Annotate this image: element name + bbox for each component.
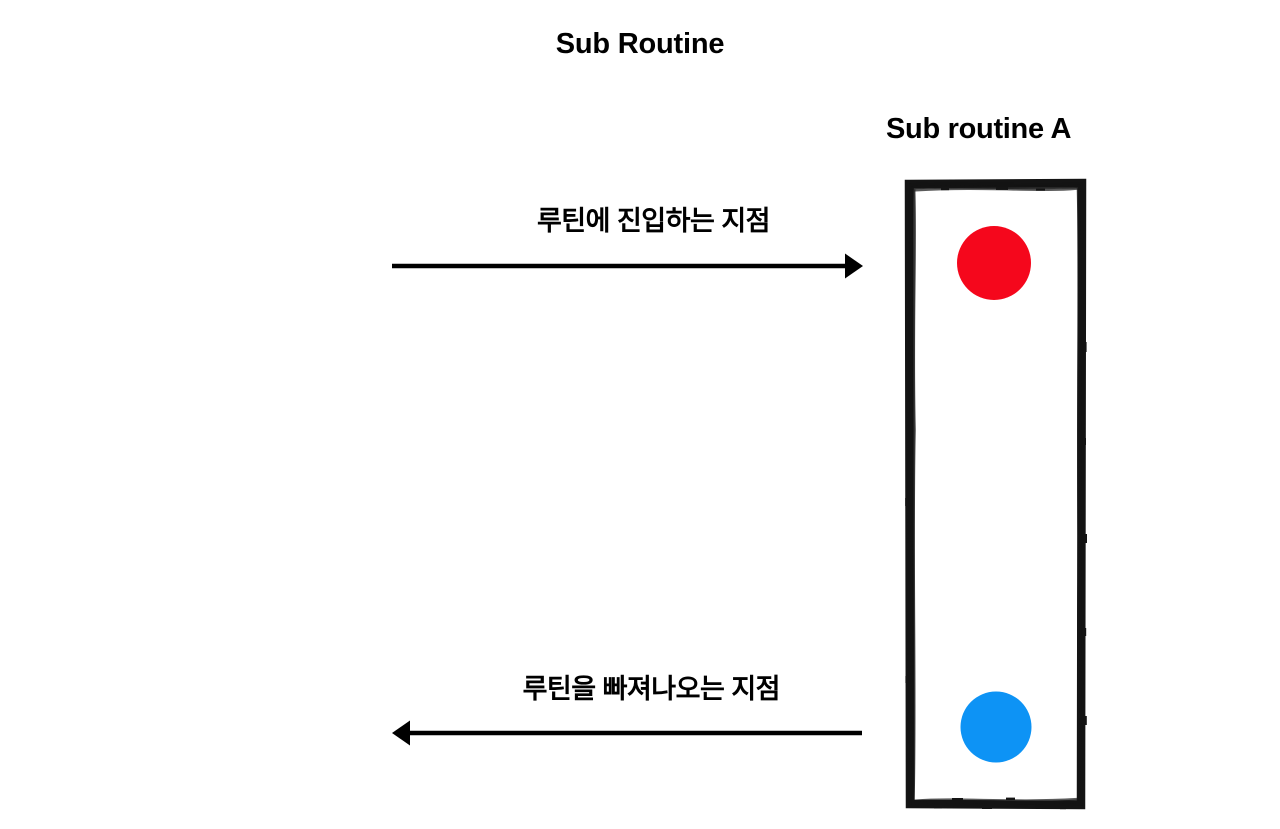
subroutine-box-title: Sub routine A [886, 113, 1072, 145]
subroutine-box-interior [912, 186, 1079, 802]
entry-arrow-head-icon [845, 253, 863, 279]
exit-node-circle [960, 691, 1032, 763]
exit-arrow-label: 루틴을 빠져나오는 지점 [522, 674, 781, 704]
page-title: Sub Routine [555, 28, 725, 60]
subroutine-box-texture [905, 179, 1087, 810]
entry-node-circle [957, 226, 1031, 300]
subroutine-box [904, 178, 1087, 810]
exit-arrow-head-icon [392, 720, 410, 746]
subroutine-box-outline [904, 178, 1087, 810]
exit-arrow [392, 720, 862, 746]
entry-arrow [392, 253, 863, 279]
entry-arrow-label: 루틴에 진입하는 지점 [536, 206, 771, 236]
